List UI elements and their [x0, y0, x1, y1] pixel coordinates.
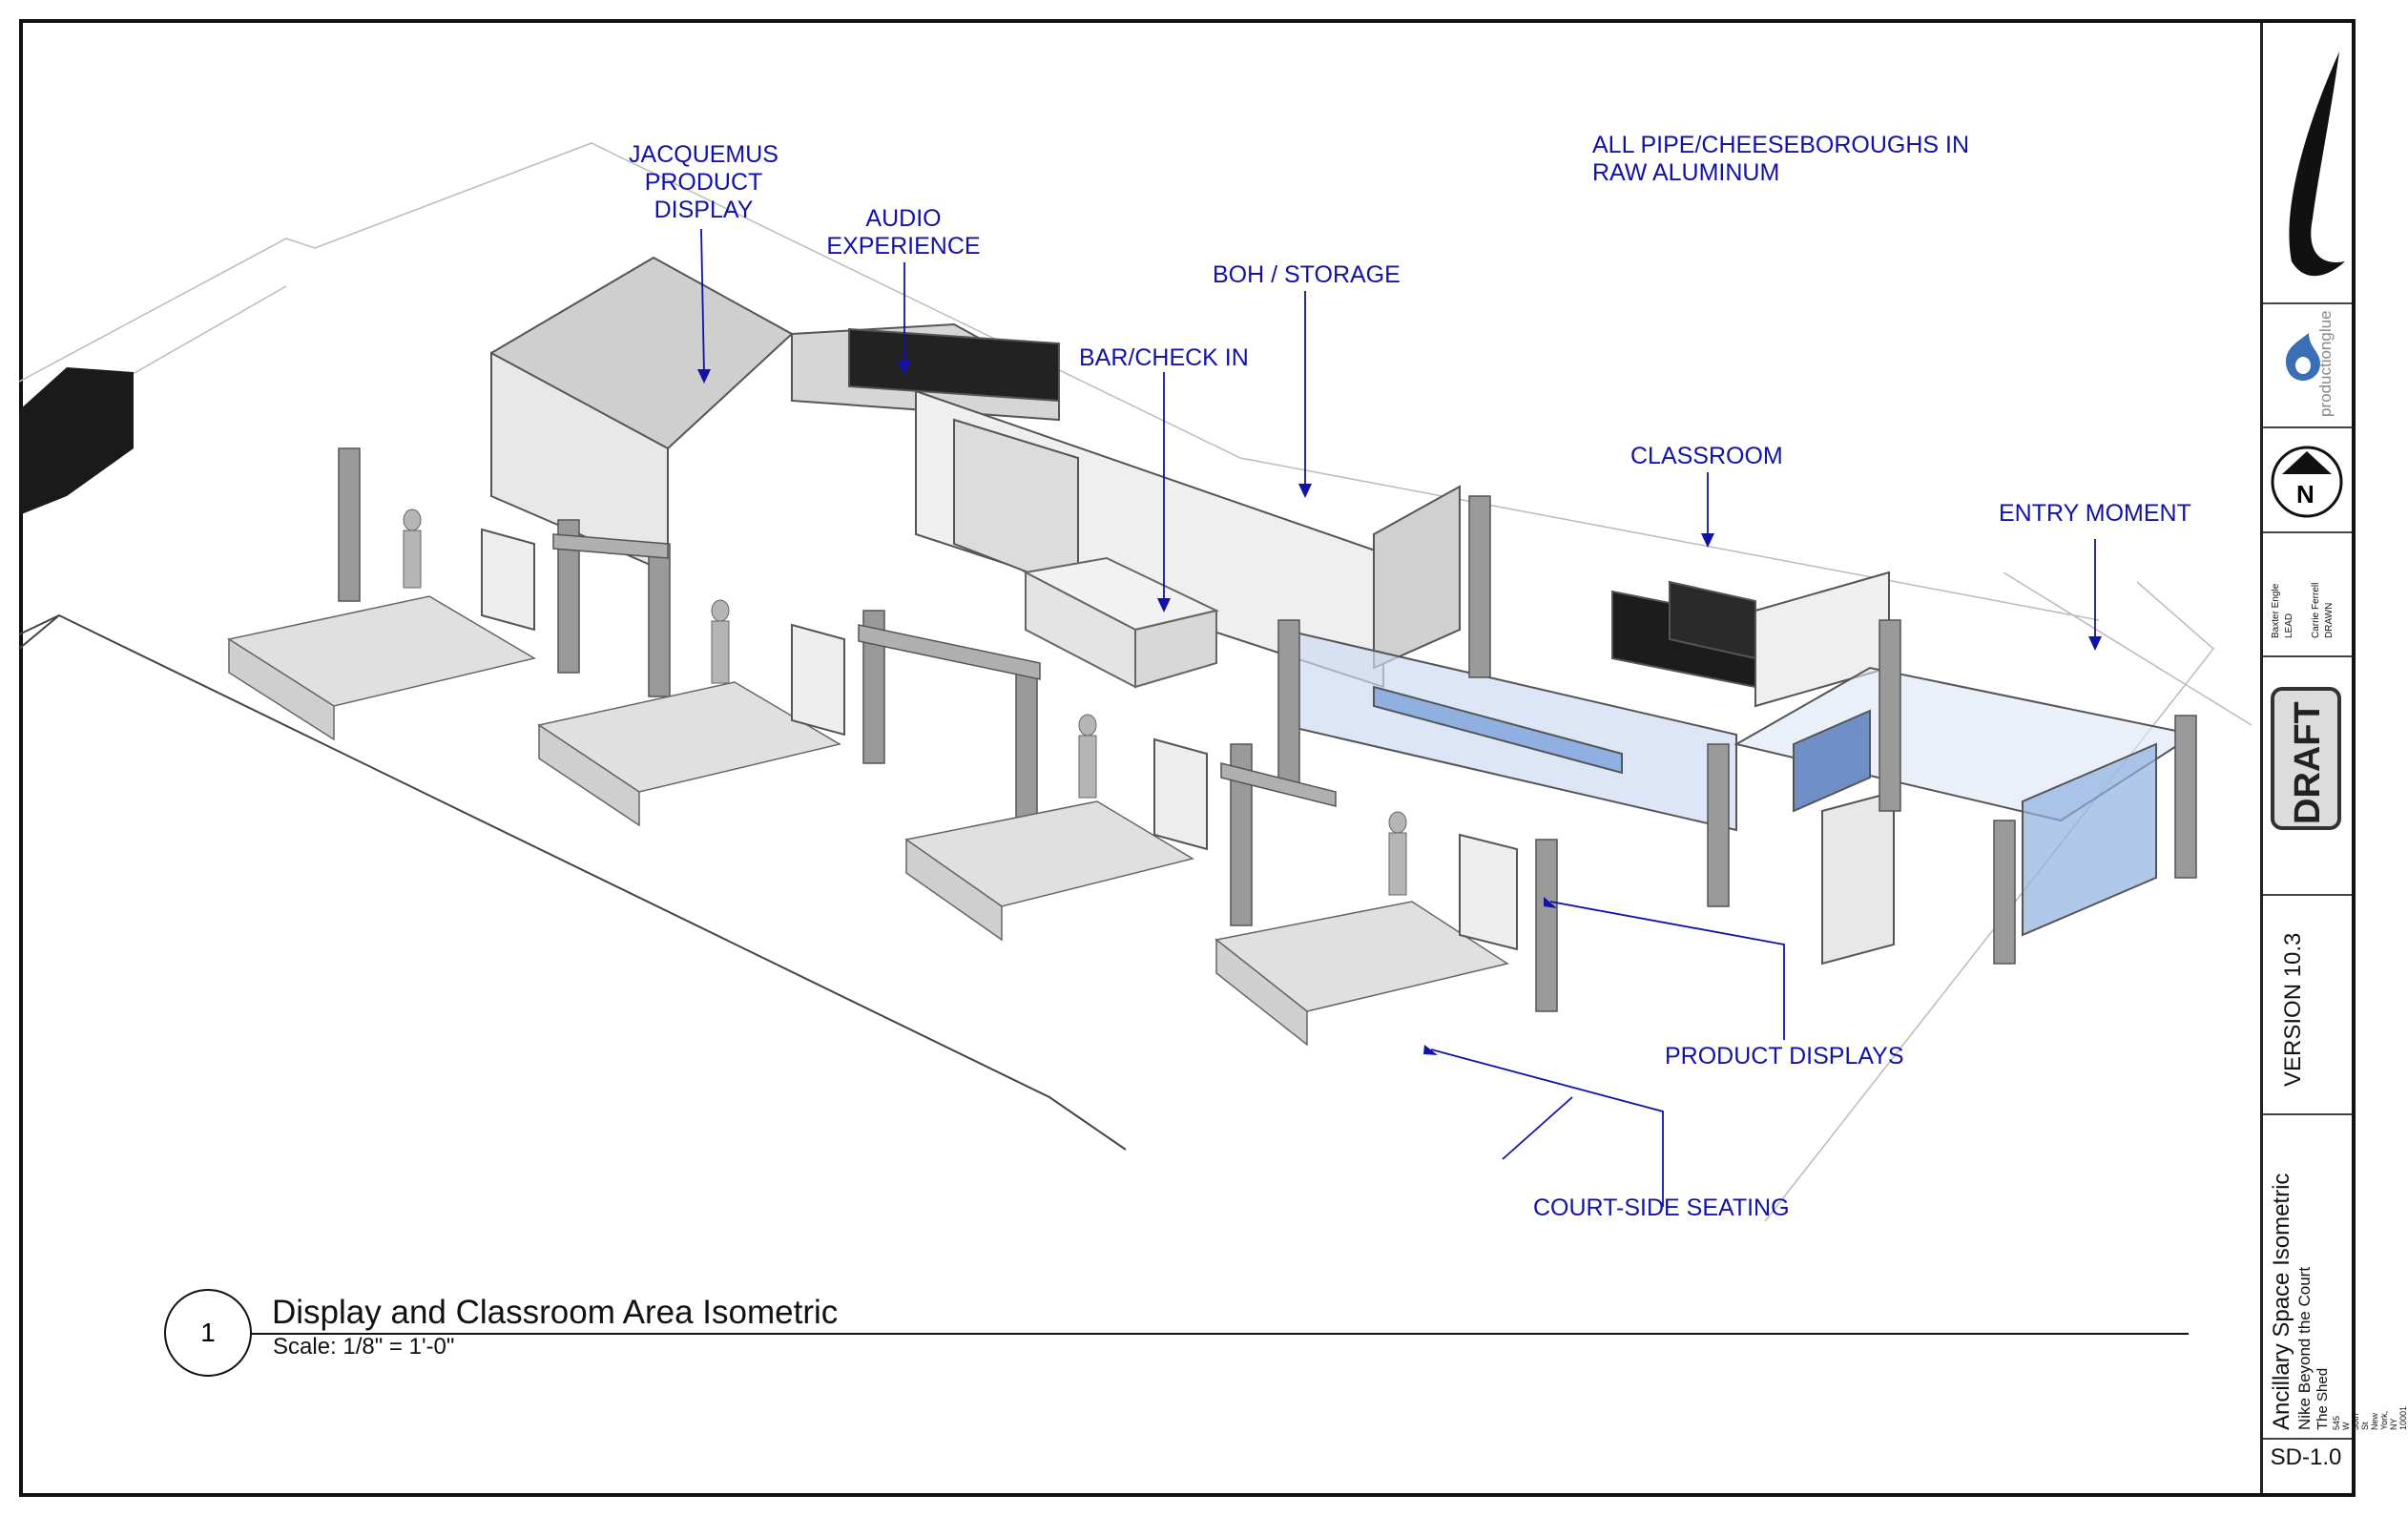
drawing-title: Display and Classroom Area Isometric — [272, 1294, 839, 1331]
north-arrow-icon — [2271, 446, 2343, 518]
floor-outline — [18, 613, 1127, 1151]
seating-risers — [227, 595, 1509, 1047]
productionglue-drop-icon — [2286, 333, 2320, 381]
classroom-area — [1282, 571, 1890, 832]
project-name: Nike Beyond the Court — [2295, 1266, 2314, 1430]
callout-audio-text: AUDIO EXPERIENCE — [826, 205, 981, 260]
callout-classroom: CLASSROOM — [1630, 443, 1783, 469]
drawn-name: Carrie Ferrell — [2311, 582, 2321, 638]
sheet-id: SD-1.0 — [2270, 1444, 2342, 1470]
lead-role: LEAD — [2284, 613, 2294, 638]
callout-audio-experience: AUDIO EXPERIENCE — [822, 205, 985, 260]
callout-bar-check-in: BAR/CHECK IN — [1079, 344, 1249, 371]
productionglue-wordmark: productionglue — [2316, 310, 2335, 417]
audio-enclosure — [490, 256, 1461, 689]
bar-counter — [1022, 556, 1219, 689]
version-label: VERSION 10.3 — [2280, 932, 2306, 1087]
callout-product-displays: PRODUCT DISPLAYS — [1665, 1043, 1904, 1070]
callout-boh-storage: BOH / STORAGE — [1213, 261, 1401, 288]
callout-jacquemus-display: JACQUEMUS PRODUCT DISPLAY — [625, 141, 782, 224]
drawing-scale: Scale: 1/8" = 1'-0" — [273, 1334, 455, 1360]
drawn-role: DRAWN — [2324, 602, 2335, 638]
brand-logo-cell — [2263, 23, 2352, 304]
truss-towers — [338, 447, 2197, 1012]
sheet-info-cell: Ancillary Space Isometric Nike Beyond th… — [2263, 1115, 2408, 1440]
truss-beams — [552, 533, 1337, 807]
drawing-title-rule — [252, 1333, 2189, 1335]
venue-address: 545 W 30th St New York, NY 10001 — [2332, 1405, 2408, 1430]
title-block: productionglue N Baxter Engle LEAD Carri… — [2260, 23, 2408, 1493]
drawing-sheet-border — [19, 19, 2356, 1497]
venue-name: The Shed — [2315, 1367, 2331, 1430]
display-frames — [481, 528, 1518, 951]
team-cell: Baxter Engle LEAD Carrie Ferrell DRAWN — [2263, 533, 2352, 657]
leader-lines — [700, 228, 2096, 1207]
drawing-number-bubble: 1 — [164, 1289, 252, 1377]
entry-structure — [1733, 666, 2197, 966]
callout-entry-moment: ENTRY MOMENT — [1999, 500, 2191, 527]
draft-label: DRAFT — [2288, 701, 2328, 824]
productionglue-logo-cell: productionglue — [2263, 304, 2352, 428]
leader-arrowheads — [697, 361, 2102, 1055]
callout-court-side-seating: COURT-SIDE SEATING — [1533, 1194, 1790, 1221]
north-label: N — [2296, 480, 2315, 509]
swoosh-logo-icon — [2289, 52, 2345, 277]
callout-jacquemus-text: JACQUEMUS PRODUCT DISPLAY — [629, 141, 778, 223]
callout-pipe-note: ALL PIPE/CHEESEBOROUGHS IN RAW ALUMINUM — [1592, 132, 1970, 186]
north-arrow-cell: N — [2263, 428, 2352, 533]
lead-name: Baxter Engle — [2271, 583, 2281, 638]
draft-cell — [2263, 657, 2352, 896]
mannequins — [403, 509, 1407, 896]
left-drape — [19, 367, 134, 515]
draft-stamp: DRAFT — [2271, 687, 2341, 830]
version-cell: VERSION 10.3 — [2263, 896, 2352, 1115]
sheet-title: Ancillary Space Isometric — [2269, 1173, 2294, 1430]
drawing-number: 1 — [200, 1318, 216, 1347]
